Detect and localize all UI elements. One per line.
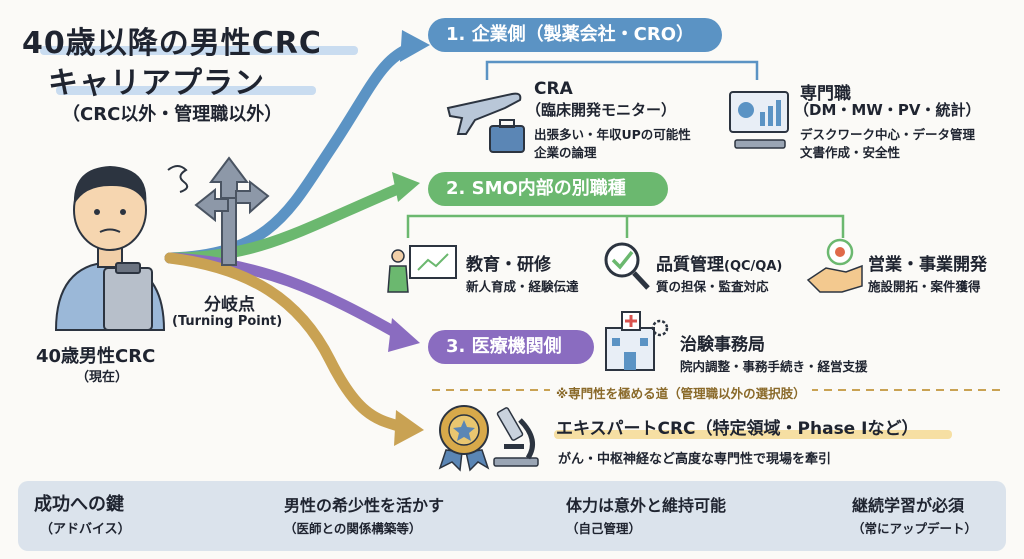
handshake-target-icon (806, 238, 863, 293)
medal-icon (438, 405, 490, 472)
branch-sublabel: (Turning Point) (172, 314, 283, 329)
specialist-title: 専門職 (800, 84, 851, 104)
arrow-to-expert (164, 252, 411, 434)
airplane-icon (446, 92, 522, 135)
microscope-icon (493, 407, 539, 467)
specialist-desc1: デスクワーク中心・データ管理 (800, 127, 976, 142)
tip-1-title: 男性の希少性を活かす (284, 496, 445, 515)
arrow-head-4 (394, 410, 424, 446)
person-label: 40歳男性CRC (36, 346, 156, 367)
arrow-head-3 (388, 318, 420, 352)
arrow-head-1 (400, 30, 430, 62)
sales-desc: 施設開拓・案件獲得 (868, 279, 981, 294)
section2-connector (406, 214, 845, 238)
expert-highlight (554, 430, 952, 439)
tip-3-desc: （常にアップデート） (852, 521, 978, 536)
cra-title: CRA (534, 79, 573, 99)
specialist-desc2: 文書作成・安全性 (800, 145, 901, 160)
specialist-subtitle: （DM・MW・PV・統計） (794, 101, 981, 119)
expert-note: ※専門性を極める道（管理職以外の選択肢） (550, 383, 812, 402)
section1-pill: 1. 企業側（製薬会社・CRO） (428, 18, 722, 52)
cra-desc2: 企業の論理 (534, 145, 597, 160)
sales-title: 営業・事業開発 (868, 255, 987, 275)
office-title: 治験事務局 (680, 335, 765, 355)
quality-title-suffix: (QC/QA) (724, 259, 783, 274)
expert-desc: がん・中枢神経など高度な専門性で現場を牽引 (558, 452, 832, 467)
tip-1-desc: （医師との関係構築等） (284, 521, 422, 536)
cra-desc1: 出張多い・年収UPの可能性 (534, 127, 691, 142)
tips-sublabel: （アドバイス） (40, 522, 131, 537)
monitor-chart-icon (729, 91, 789, 149)
section2-pill: 2. SMO内部の別職種 (428, 172, 668, 206)
quality-title-main: 品質管理 (656, 255, 724, 275)
suitcase-icon (489, 119, 525, 153)
tips-label: 成功への鍵 (34, 494, 124, 515)
title-underline-2 (56, 86, 316, 95)
title-underline-1 (40, 46, 358, 55)
section1-connector (485, 60, 759, 80)
arrow-head-2 (392, 172, 420, 202)
signpost-icon (194, 156, 270, 266)
education-desc: 新人育成・経験伝達 (466, 279, 579, 294)
person-sublabel: （現在） (76, 370, 129, 385)
page-title: 40歳以降の男性CRC (22, 26, 322, 61)
quality-desc: 質の担保・監査対応 (656, 279, 769, 294)
tip-2-desc: （自己管理） (566, 521, 642, 536)
tips-panel (18, 481, 1006, 551)
hospital-icon (605, 311, 669, 371)
quality-title: 品質管理(QC/QA) (656, 250, 782, 275)
section3-pill: 3. 医療機関側 (428, 330, 594, 364)
tip-2-title: 体力は意外と維持可能 (566, 496, 727, 515)
branch-label: 分岐点 (204, 295, 255, 315)
education-title: 教育・研修 (466, 255, 551, 275)
tip-3-title: 継続学習が必須 (852, 496, 965, 515)
office-desc: 院内調整・事務手続き・経営支援 (680, 359, 868, 374)
page-subtitle: （CRC以外・管理職以外） (62, 104, 283, 125)
person-illustration (54, 165, 189, 331)
cra-subtitle: （臨床開発モニター） (526, 101, 677, 119)
expert-title: エキスパートCRC（特定領域・Phase Iなど） (556, 419, 919, 439)
magnifier-check-icon (604, 242, 650, 290)
page-title-line2: キャリアプラン (48, 66, 265, 101)
teacher-board-icon (387, 245, 457, 293)
